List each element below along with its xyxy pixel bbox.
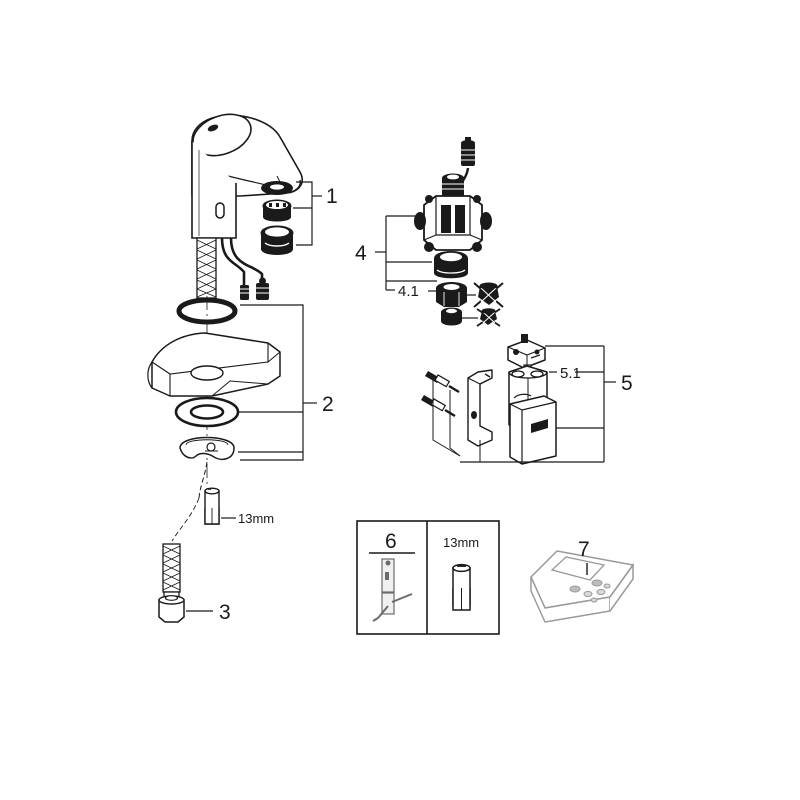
faucet-tool-size-label: 13mm <box>238 511 274 526</box>
remote-button-5 <box>603 583 611 589</box>
valve-spider-seal-lower <box>476 308 501 327</box>
callout-1-label: 1 <box>326 185 338 208</box>
remote-button-6 <box>590 597 598 603</box>
mounting-plate <box>151 332 281 397</box>
socket-icon-13mm <box>452 563 471 611</box>
o-ring-seal <box>176 297 238 325</box>
valve-body <box>414 173 492 252</box>
battery-lid <box>507 334 546 369</box>
aerator-leader <box>276 175 282 185</box>
callout-4-bracket <box>375 215 437 291</box>
plate-centre-boss <box>190 365 224 381</box>
tool-box-group: 6 13mm <box>356 520 500 635</box>
box-tool-size-label: 13mm <box>443 535 479 550</box>
shank-knurl-texture <box>196 239 217 298</box>
socket-tool-13mm <box>204 487 220 525</box>
valve-strainer-cap <box>441 307 462 326</box>
top-sensor-slot-icon <box>207 124 219 132</box>
aerator-housing <box>260 225 294 255</box>
hose-left <box>220 237 246 288</box>
callout-3-label: 3 <box>219 601 231 624</box>
valve-spider-seal-upper <box>473 282 504 308</box>
aerator-insert <box>262 199 292 222</box>
hose-right <box>229 237 264 288</box>
fixing-bracket <box>179 436 235 460</box>
aerator-gasket-hole <box>270 184 284 190</box>
remote-button-3 <box>596 588 606 596</box>
aerator-parts-group <box>260 175 294 255</box>
remote-screen <box>550 556 606 581</box>
rubber-washer <box>174 396 240 428</box>
plate-left-edge <box>147 361 153 389</box>
remote-button-4 <box>583 590 593 598</box>
hose-right-connector <box>256 283 269 300</box>
wall-bracket <box>467 369 493 447</box>
callout-4-1-label: 4.1 <box>398 283 419 300</box>
fixing-screws <box>421 371 461 457</box>
callout-1-bracket <box>293 181 322 246</box>
callout-6-label: 6 <box>385 530 397 553</box>
basin-fixing-group: 13mm <box>147 296 281 526</box>
callout-2-label: 2 <box>322 393 334 416</box>
plate-bottom-fold <box>211 380 269 397</box>
callout-2-bracket <box>238 304 317 461</box>
screw-1 <box>425 371 460 394</box>
callout-7-label: 7 <box>578 538 590 561</box>
installation-tool-icon <box>372 558 413 622</box>
remote-button-1 <box>591 579 603 587</box>
remote-control-group <box>530 550 634 623</box>
power-group <box>421 334 557 465</box>
callout-5-1-label: 5.1 <box>560 365 581 382</box>
hose-braid-texture <box>162 545 181 591</box>
callout-4-label: 4 <box>355 242 367 265</box>
plate-right-fold <box>267 343 281 364</box>
remote-end-face <box>609 562 634 612</box>
controller-housing <box>509 393 557 465</box>
valve-assembly-group <box>414 137 504 327</box>
valve-collar <box>434 251 468 279</box>
callout-5-label: 5 <box>621 372 633 395</box>
callout-5-bracket <box>460 345 616 463</box>
sensor-window-icon <box>215 202 225 219</box>
valve-cable-connector <box>461 137 475 166</box>
faucet-body-group <box>191 113 303 300</box>
valve-hex-nut <box>436 282 467 307</box>
controller-label-icon <box>531 419 548 433</box>
hose-guide-path <box>171 497 200 542</box>
flex-hose-group <box>158 497 200 623</box>
remote-button-2 <box>569 585 581 593</box>
stud-path <box>198 461 208 499</box>
